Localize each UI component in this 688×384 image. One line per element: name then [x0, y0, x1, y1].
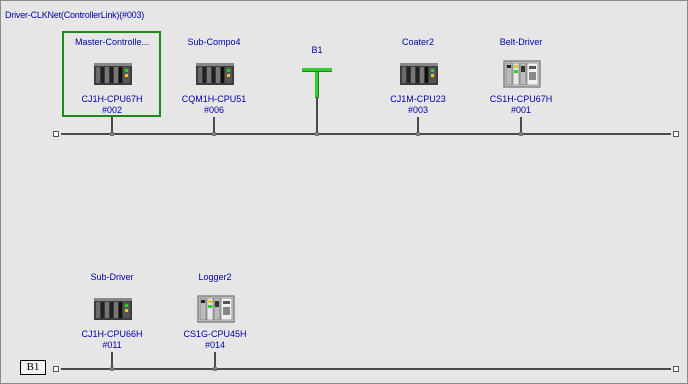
branch-b1-tag[interactable]: B1	[20, 360, 46, 375]
bus-tap	[519, 132, 523, 136]
network-title: Driver-CLKNet(ControllerLink)(#003)	[5, 10, 145, 20]
node-address: #006	[203, 105, 225, 115]
node-name: Belt-Driver	[499, 37, 543, 47]
bus-tap	[213, 367, 217, 371]
bus-drop	[520, 117, 522, 133]
selection-box	[62, 31, 161, 117]
node-model: CQM1H-CPU51	[181, 94, 247, 104]
node-model: CS1G-CPU45H	[183, 329, 247, 339]
bus-drop	[111, 117, 113, 133]
bus-line	[61, 368, 671, 370]
node-name: Logger2	[198, 272, 232, 282]
network-bus-bottom	[53, 366, 679, 372]
node-model: CJ1M-CPU23	[390, 94, 446, 104]
cs-plc-icon	[197, 295, 235, 323]
cj-plc-icon	[400, 63, 438, 85]
node-model: CJ1H-CPU67H	[81, 94, 143, 104]
bus-tap	[416, 132, 420, 136]
node-name: Master-Controlle...	[74, 37, 150, 47]
bus-tap	[110, 367, 114, 371]
cj-plc-icon	[196, 63, 234, 85]
bus-end-right[interactable]	[673, 366, 679, 372]
bus-drop	[316, 97, 318, 133]
bus-drop	[111, 352, 113, 368]
bus-tap	[315, 132, 319, 136]
node-name: Sub-Compo4	[187, 37, 241, 47]
branch-label: B1	[311, 45, 323, 55]
bus-end-left[interactable]	[53, 366, 59, 372]
node-model: CJ1H-CPU66H	[81, 329, 143, 339]
bus-tap	[110, 132, 114, 136]
cj-plc-icon	[94, 298, 132, 320]
bus-drop	[214, 352, 216, 368]
node-name: Sub-Driver	[90, 272, 134, 282]
bus-line	[61, 133, 671, 135]
branch-b1[interactable]: B1	[297, 45, 337, 135]
bus-end-right[interactable]	[673, 131, 679, 137]
network-bus-top	[53, 131, 679, 137]
bus-end-left[interactable]	[53, 131, 59, 137]
node-address: #002	[101, 105, 123, 115]
bus-drop	[213, 117, 215, 133]
cs-plc-icon	[503, 60, 541, 88]
node-address: #003	[407, 105, 429, 115]
bus-tap	[212, 132, 216, 136]
branch-t-icon	[302, 68, 332, 98]
cj-plc-icon	[94, 63, 132, 85]
node-address: #014	[204, 340, 226, 350]
bus-drop	[417, 117, 419, 133]
node-address: #001	[510, 105, 532, 115]
node-address: #011	[102, 340, 122, 350]
node-model: CS1H-CPU67H	[489, 94, 553, 104]
node-name: Coater2	[401, 37, 435, 47]
